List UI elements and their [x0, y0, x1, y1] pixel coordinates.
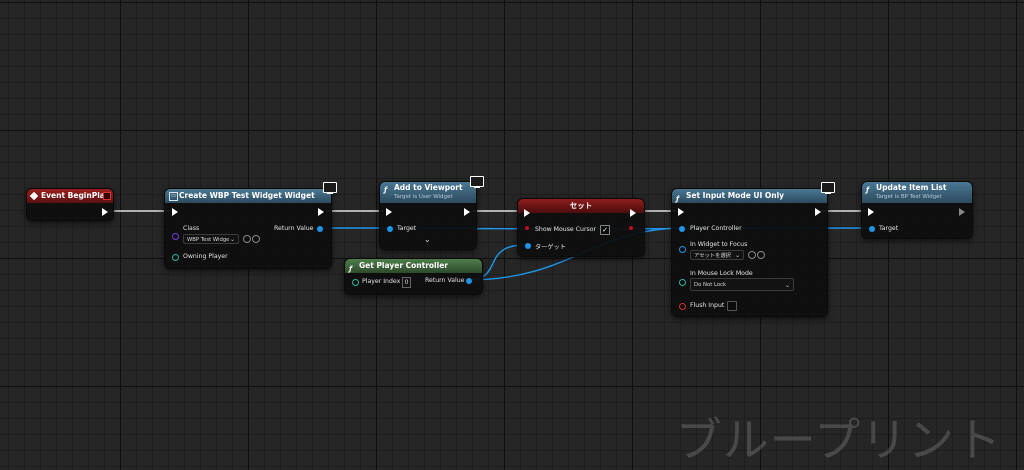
get-player-controller-node[interactable]: ƒ Get Player Controller Player Index 0 R… [344, 258, 483, 295]
blueprint-watermark: ブループリント [675, 413, 1002, 467]
player-controller-pin[interactable] [679, 226, 685, 232]
node-header: Event BeginPlay [27, 189, 113, 203]
return-value-label: Return Value [274, 225, 314, 232]
node-subtitle: Target is BP Test Widget [876, 194, 942, 200]
player-index-label: Player Index [362, 278, 401, 285]
exec-output-pin[interactable] [630, 209, 636, 217]
target-label: ターゲット [535, 244, 566, 251]
node-header: ƒ Set Input Mode UI Only [672, 189, 827, 203]
mouse-lock-mode-value: Do Not Lock [694, 282, 727, 288]
exec-input-pin[interactable] [524, 209, 530, 217]
target-label: Target [397, 225, 417, 232]
show-mouse-cursor-output-pin[interactable] [629, 226, 633, 230]
node-title: Get Player Controller [359, 261, 448, 270]
mouse-lock-mode-label: In Mouse Lock Mode [690, 270, 753, 277]
target-pin[interactable] [525, 243, 531, 249]
exec-input-pin[interactable] [868, 208, 874, 216]
widget-to-focus-value: アセットを選択 [694, 253, 731, 259]
exec-output-pin[interactable] [959, 208, 965, 216]
show-mouse-cursor-checkbox[interactable]: ✓ [600, 225, 610, 235]
exec-input-pin[interactable] [172, 208, 178, 216]
exec-output-pin[interactable] [102, 208, 108, 216]
player-index-input[interactable]: 0 [402, 277, 411, 288]
class-input-pin[interactable] [172, 233, 179, 240]
owning-player-label: Owning Player [183, 253, 228, 260]
browse-icon[interactable] [748, 251, 756, 259]
player-controller-label: Player Controller [690, 225, 742, 232]
event-diamond-icon [29, 191, 39, 201]
exec-input-pin[interactable] [386, 208, 392, 216]
widget-to-focus-dropdown[interactable]: アセットを選択 ⌄ [690, 250, 744, 260]
exec-input-pin[interactable] [678, 208, 684, 216]
add-to-viewport-node[interactable]: ƒ Add to Viewport Target is User Widget … [379, 176, 484, 250]
function-f-icon: ƒ [349, 265, 353, 273]
node-title: Add to Viewport [394, 183, 463, 192]
return-value-label: Return Value [425, 277, 465, 284]
show-mouse-cursor-pin[interactable] [525, 226, 529, 230]
node-title: Update Item List [876, 183, 947, 192]
flush-input-label: Flush Input [690, 302, 725, 309]
function-f-icon: ƒ [866, 186, 870, 194]
node-title: セット [569, 201, 593, 210]
owning-player-pin[interactable] [172, 254, 179, 261]
set-input-mode-ui-only-node[interactable]: ƒ Set Input Mode UI Only Player Controll… [671, 182, 835, 317]
node-header: ƒ Get Player Controller [345, 259, 482, 273]
search-icon[interactable] [252, 235, 260, 243]
target-pin[interactable] [387, 226, 393, 232]
node-title: Create WBP Test Widget Widget [179, 191, 315, 200]
set-variable-node[interactable]: セット Show Mouse Cursor ✓ ターゲット [517, 198, 645, 257]
node-header: ƒ Update Item List Target is BP Test Wid… [862, 182, 972, 203]
class-dropdown[interactable]: WBP Test Widge ⌄ [183, 234, 239, 244]
widget-to-focus-label: In Widget to Focus [690, 241, 748, 248]
delegate-square-icon[interactable] [103, 192, 111, 200]
target-pin[interactable] [869, 226, 875, 232]
exec-output-pin[interactable] [318, 208, 324, 216]
exec-output-pin[interactable] [464, 208, 470, 216]
update-item-list-node[interactable]: ƒ Update Item List Target is BP Test Wid… [861, 181, 973, 239]
node-header: ▭ Create WBP Test Widget Widget [165, 189, 331, 203]
class-label: Class [183, 225, 200, 232]
chevron-down-icon: ⌄ [784, 282, 790, 289]
return-value-pin[interactable] [466, 278, 472, 284]
show-mouse-cursor-label: Show Mouse Cursor [535, 226, 597, 233]
function-f-icon: ƒ [384, 186, 388, 194]
return-value-pin[interactable] [317, 226, 323, 232]
function-f-icon: ƒ [676, 195, 680, 203]
expand-arrow-icon[interactable]: ⌄ [424, 235, 431, 244]
class-dropdown-value: WBP Test Widge [187, 237, 230, 243]
widget-to-focus-pin[interactable] [679, 246, 686, 253]
target-label: Target [879, 225, 899, 232]
node-title: Event BeginPlay [41, 191, 110, 200]
node-header: セット [518, 199, 644, 213]
flush-input-pin[interactable] [679, 303, 686, 310]
node-subtitle: Target is User Widget [394, 194, 453, 200]
monitor-icon [821, 182, 835, 194]
player-index-pin[interactable] [352, 279, 359, 286]
browse-icon[interactable] [243, 235, 251, 243]
mouse-lock-mode-pin[interactable] [679, 279, 686, 286]
exec-output-pin[interactable] [815, 208, 821, 216]
chevron-down-icon: ⌄ [229, 236, 235, 243]
node-title: Set Input Mode UI Only [686, 191, 785, 200]
widget-icon: ▭ [169, 192, 178, 201]
chevron-down-icon: ⌄ [734, 252, 740, 259]
mouse-lock-mode-dropdown[interactable]: Do Not Lock ⌄ [690, 278, 794, 291]
create-widget-node[interactable]: ▭ Create WBP Test Widget Widget Class WB… [164, 182, 337, 269]
flush-input-checkbox[interactable] [727, 301, 737, 311]
event-begin-play-node[interactable]: Event BeginPlay [26, 188, 114, 221]
node-header: ƒ Add to Viewport Target is User Widget [380, 182, 476, 203]
monitor-icon [323, 182, 337, 194]
monitor-icon [470, 176, 484, 188]
search-icon[interactable] [757, 251, 765, 259]
